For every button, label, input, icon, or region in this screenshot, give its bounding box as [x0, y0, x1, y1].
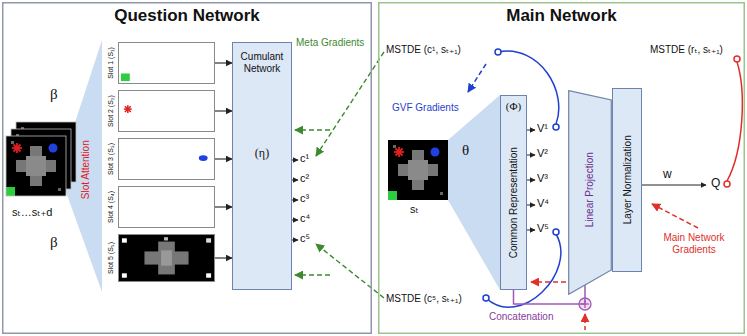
- box-title: Cumulant Network: [233, 43, 291, 74]
- slot-attention-label: Slot Attention: [79, 141, 91, 200]
- slot-label: Slot 3 (S₃): [107, 143, 115, 175]
- cumulant-network-box: Cumulant Network (η): [232, 42, 292, 290]
- main-loss-curve: [531, 56, 742, 330]
- parameter-symbol: (Φ): [501, 100, 526, 113]
- q-value-label: Q: [711, 177, 720, 191]
- state-image: [388, 140, 448, 200]
- slot-picture: [119, 235, 214, 281]
- slot-label: Slot 2 (S₂): [107, 95, 115, 127]
- cumulant-label: c⁵: [300, 232, 310, 245]
- main-gradients-label: Main Network Gradients: [650, 232, 738, 255]
- common-representation-box: (Φ) Common Representation: [500, 95, 527, 290]
- slot-label: Slot 1 (S₁): [107, 47, 115, 79]
- input-frames: [6, 122, 76, 196]
- gvf-output-label: V³: [537, 172, 548, 185]
- cumulant-label: c¹: [300, 152, 309, 165]
- beta-symbol: β: [50, 234, 58, 251]
- question-network-panel: Question NetworkSlot 1 (S₁)Slot 2 (S₂)Sl…: [2, 2, 372, 334]
- meta-gradients-label: Meta Gradients: [296, 37, 364, 49]
- connector: [215, 206, 232, 207]
- slot-picture: [119, 91, 214, 131]
- slot-image: Slot 2 (S₂): [118, 90, 215, 132]
- theta-symbol: θ: [462, 142, 469, 159]
- linear-projection-trapezoid: Linear Projection: [568, 90, 612, 295]
- output-ticks: [292, 130, 706, 240]
- connector: [215, 62, 232, 63]
- slot-picture: [119, 43, 214, 83]
- parameter-symbol: (η): [233, 147, 291, 161]
- slot-picture: [119, 187, 214, 227]
- slot-image: Slot 3 (S₃): [118, 138, 215, 180]
- encoder-wedge: [448, 95, 500, 290]
- gvf-loss-curves: [468, 49, 561, 307]
- slot-image: Slot 5 (S₅): [118, 234, 215, 282]
- box-title: Layer Normalization: [621, 136, 633, 225]
- meta-gradient-arrows: [295, 52, 384, 298]
- slot-label: Slot 4 (S₄): [107, 191, 115, 223]
- slot-label: Slot 5 (S₅): [107, 242, 115, 274]
- connector: [215, 158, 232, 159]
- cumulant-label: c³: [300, 192, 309, 205]
- gvf-output-label: V¹: [537, 122, 548, 135]
- gvf-loss-label: MSTDE (c⁵, sₜ₊₁): [386, 293, 462, 305]
- slot-image: Slot 1 (S₁): [118, 42, 215, 84]
- gvf-loss-label: MSTDE (c¹, sₜ₊₁): [386, 44, 461, 56]
- input-sequence-label: sₜ…sₜ₊d: [12, 206, 52, 219]
- cumulant-label: c⁴: [300, 212, 310, 225]
- connector: [215, 257, 232, 258]
- cumulant-label: c²: [300, 172, 309, 185]
- beta-symbol: β: [50, 86, 58, 103]
- gvf-output-label: V⁴: [537, 197, 549, 210]
- weight-label: w: [663, 168, 672, 182]
- gvf-gradients-label: GVF Gradients: [392, 102, 459, 114]
- connector: [215, 110, 232, 111]
- box-title: Common Representation: [508, 147, 520, 258]
- layer-normalization-box: Layer Normalization: [612, 88, 642, 272]
- gvf-output-label: V²: [537, 147, 548, 160]
- connector-label: Concatenation: [487, 311, 556, 323]
- slot-picture: [119, 139, 214, 179]
- panel-title: Question Network: [2, 6, 372, 26]
- box-title: Linear Projection: [584, 152, 596, 227]
- state-label: sₜ: [410, 203, 419, 216]
- main-loss-label: MSTDE (rₜ, sₜ₊₁): [650, 44, 723, 56]
- gvf-output-label: V⁵: [537, 222, 549, 235]
- slot-image: Slot 4 (S₄): [118, 186, 215, 228]
- panel-title: Main Network: [378, 6, 745, 26]
